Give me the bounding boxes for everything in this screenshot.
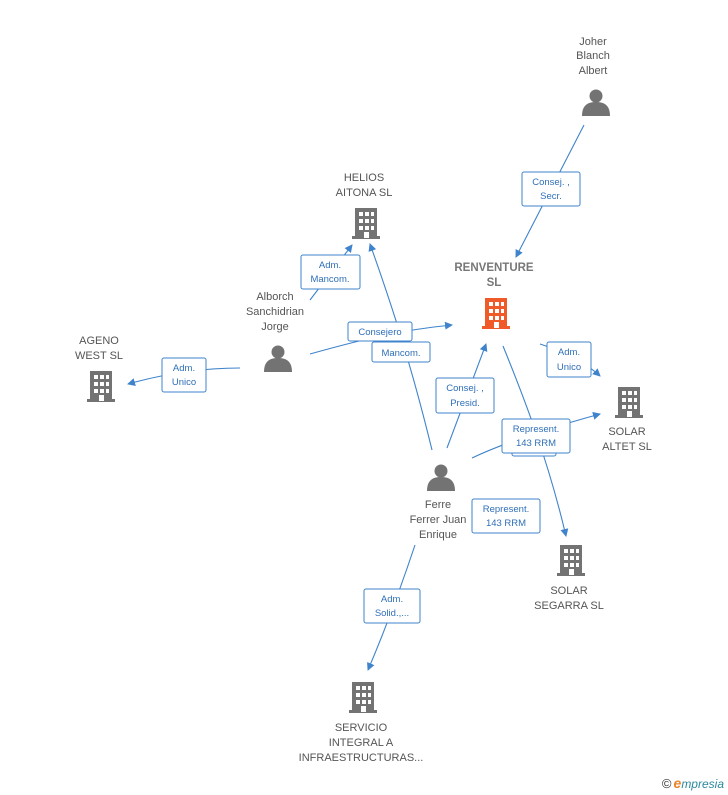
node-label: SOLAR	[550, 585, 587, 597]
node-label: SEGARRA SL	[534, 600, 604, 612]
edges	[127, 124, 601, 671]
building-icon	[615, 387, 643, 418]
node-label: Joher	[579, 36, 607, 48]
edge-label-mancom[interactable]: Mancom.	[371, 341, 431, 363]
building-icon	[557, 545, 585, 576]
edge-label-represent-altet[interactable]: Represent. 143 RRM	[501, 418, 571, 457]
copyright-icon: ©	[661, 776, 672, 791]
svg-text:Consej. ,: Consej. ,	[532, 177, 570, 188]
node-label: AGENO	[79, 335, 119, 347]
node-helios[interactable]: HELIOS AITONA SL	[336, 172, 393, 239]
building-icon	[349, 682, 377, 713]
svg-text:Represent.: Represent.	[513, 424, 559, 435]
edge-label-adm-mancom[interactable]: Adm. Mancom.	[300, 254, 361, 290]
node-label: WEST SL	[75, 350, 123, 362]
svg-text:Unico: Unico	[557, 362, 581, 373]
node-label: ALTET SL	[602, 441, 652, 453]
edge-label-consej-secr[interactable]: Consej. , Secr.	[521, 171, 581, 207]
svg-text:Consej. ,: Consej. ,	[446, 383, 484, 394]
svg-text:Unico: Unico	[172, 377, 196, 388]
node-label: SOLAR	[608, 426, 645, 438]
node-label: Ferre	[425, 499, 451, 511]
building-icon	[352, 208, 380, 239]
node-solar-segarra[interactable]: SOLAR SEGARRA SL	[534, 545, 604, 612]
node-label: INFRAESTRUCTURAS...	[299, 752, 424, 764]
person-icon	[264, 345, 292, 372]
node-label: RENVENTURE	[454, 262, 534, 274]
node-label: Sanchidrian	[246, 306, 304, 318]
node-label: Jorge	[261, 321, 289, 333]
person-icon	[582, 89, 610, 116]
edge-label-adm-unico-altet[interactable]: Adm. Unico	[546, 341, 592, 378]
node-label: Alborch	[256, 291, 293, 303]
node-label: HELIOS	[344, 172, 384, 184]
edge-labels: Consej. , Secr. Adm. Mancom. Adm. Unico …	[161, 171, 592, 624]
node-label: SL	[487, 277, 502, 289]
node-label: Ferrer Juan	[410, 514, 467, 526]
svg-text:143 RRM: 143 RRM	[486, 518, 526, 529]
svg-text:Adm.: Adm.	[173, 363, 195, 374]
node-ferre[interactable]: Ferre Ferrer Juan Enrique	[410, 464, 467, 542]
svg-text:Secr.: Secr.	[540, 191, 562, 202]
empresia-watermark[interactable]: ©empresia	[662, 775, 724, 791]
node-servicio[interactable]: SERVICIO INTEGRAL A INFRAESTRUCTURAS...	[299, 682, 424, 764]
node-label: Blanch	[576, 50, 610, 62]
edge-label-adm-unico-ageno[interactable]: Adm. Unico	[161, 357, 207, 393]
nodes: RENVENTURE SL Joher Blanch Albert HELIOS…	[75, 36, 652, 764]
svg-text:Consejero: Consejero	[358, 327, 401, 338]
node-solar-altet[interactable]: SOLAR ALTET SL	[602, 387, 652, 453]
node-renventure[interactable]: RENVENTURE SL	[454, 262, 534, 329]
building-icon	[482, 298, 510, 329]
node-label: AITONA SL	[336, 187, 393, 199]
node-joher[interactable]: Joher Blanch Albert	[576, 36, 610, 116]
brand-name: mpresia	[681, 777, 724, 791]
svg-text:Adm.: Adm.	[319, 260, 341, 271]
svg-text:Represent.: Represent.	[483, 504, 529, 515]
building-icon	[87, 371, 115, 402]
edge-label-consejero[interactable]: Consejero	[347, 321, 413, 342]
edge-label-consej-presid[interactable]: Consej. , Presid.	[435, 377, 495, 414]
node-label: Albert	[579, 65, 608, 77]
node-label: Enrique	[419, 529, 457, 541]
person-icon	[427, 464, 455, 491]
node-label: SERVICIO	[335, 722, 388, 734]
svg-text:Mancom.: Mancom.	[381, 348, 420, 359]
brand-initial: e	[673, 775, 682, 791]
svg-text:143 RRM: 143 RRM	[516, 438, 556, 449]
svg-text:Presid.: Presid.	[450, 398, 480, 409]
svg-text:Adm.: Adm.	[381, 594, 403, 605]
node-alborch[interactable]: Alborch Sanchidrian Jorge	[246, 291, 304, 372]
svg-text:Mancom.: Mancom.	[310, 274, 349, 285]
node-ageno[interactable]: AGENO WEST SL	[75, 335, 123, 402]
edge-label-adm-solid[interactable]: Adm. Solid.,...	[363, 588, 421, 624]
svg-text:Solid.,...: Solid.,...	[375, 608, 409, 619]
svg-text:Adm.: Adm.	[558, 347, 580, 358]
edge-label-represent-segarra[interactable]: Represent. 143 RRM	[471, 498, 541, 534]
node-label: INTEGRAL A	[329, 737, 394, 749]
